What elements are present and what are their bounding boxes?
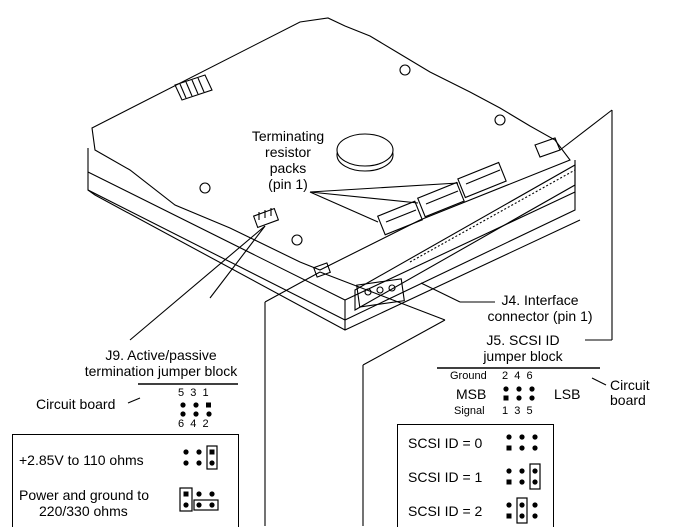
scsi-id-2-label: SCSI ID = 2 <box>408 503 483 519</box>
j4-label: J4. Interface connector (pin 1) <box>487 292 593 324</box>
top-left-connector <box>174 74 213 101</box>
top-right-connector <box>534 137 561 158</box>
option-row-2: Power and ground to 220/330 ohms <box>19 487 149 519</box>
j5-label: J5. SCSI ID jumper block <box>483 332 563 364</box>
scsi-id-1-label: SCSI ID = 1 <box>408 469 483 485</box>
j5-on-drive <box>313 262 331 278</box>
scsi-id-box: SCSI ID = 0 SCSI ID = 1 SCSI ID = 2 <box>397 424 554 527</box>
drive-top-cover <box>91 17 571 271</box>
scsi-id-2-jumpers <box>506 497 538 524</box>
resistor-packs-label: Terminating resistor packs (pin 1) <box>251 128 325 192</box>
resistor-packs <box>376 161 507 236</box>
interface-connector <box>354 164 576 311</box>
scsi-id-0-label: SCSI ID = 0 <box>408 435 483 451</box>
option-2-jumpers <box>179 487 219 512</box>
termination-options-box: +2.85V to 110 ohms Power and ground to 2… <box>12 434 239 527</box>
j9-on-drive <box>252 207 280 229</box>
scsi-id-0-jumpers <box>506 434 538 451</box>
circuit-board-right-label: Circuit board <box>610 377 650 408</box>
option-row-1: +2.85V to 110 ohms <box>19 452 144 468</box>
j9-label: J9. Active/passive termination jumper bl… <box>84 347 238 379</box>
scsi-id-1-jumpers <box>506 463 541 490</box>
circuit-board-left-label: Circuit board <box>36 396 116 412</box>
option-1-jumpers <box>183 445 218 470</box>
j5-pin-diagram: Ground MSB Signal 2 4 6 1 3 5 LSB <box>450 370 581 417</box>
